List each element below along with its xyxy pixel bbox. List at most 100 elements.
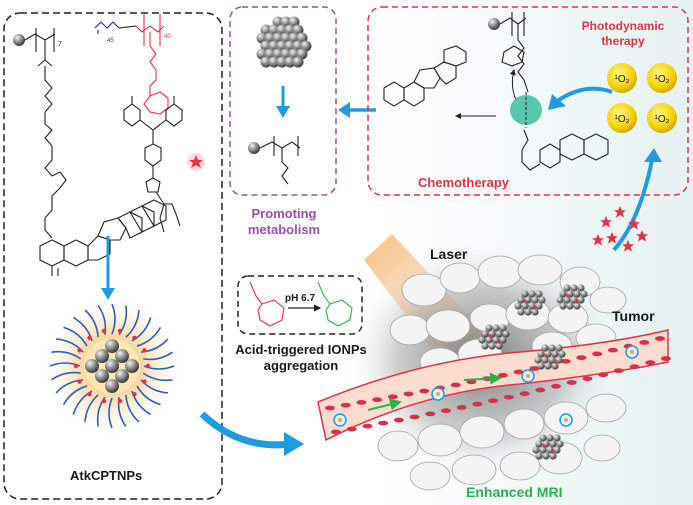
polymer-strand — [111, 303, 116, 335]
polymer-strand — [84, 309, 99, 338]
drug-dot — [117, 398, 123, 404]
stars-to-o2-arrow — [612, 159, 654, 252]
red-star-indicator — [187, 153, 205, 171]
ionp-core — [95, 349, 109, 363]
o2-to-cleavage-arrow — [554, 86, 613, 104]
atkcptnps-nanoparticle — [40, 294, 184, 438]
red-star — [592, 234, 604, 246]
ionp-core — [115, 369, 129, 383]
red-blood-cell — [582, 376, 593, 382]
polymer-strand — [143, 351, 173, 361]
vessel-nanoparticle — [431, 387, 445, 401]
red-blood-cell — [456, 405, 467, 410]
drug-dot — [73, 363, 79, 369]
polymer-strand — [108, 397, 113, 429]
tumor-cell — [499, 451, 541, 481]
drug-dot — [77, 348, 82, 353]
polymer-strand — [136, 385, 161, 406]
ionp-core — [85, 359, 99, 373]
drug-dot — [117, 328, 123, 334]
singlet-oxygen-label: ¹O₂ — [655, 74, 670, 85]
tumor-cell — [377, 430, 419, 462]
red-blood-cells — [325, 336, 671, 435]
singlet-oxygen-label: ¹O₂ — [655, 114, 670, 125]
subscript-n7: 7 — [58, 41, 62, 48]
red-blood-cell — [607, 347, 618, 353]
left-down-arrow — [101, 236, 115, 300]
tumor-cell — [451, 454, 497, 486]
ionp-ball — [268, 56, 280, 68]
red-blood-cell — [613, 368, 624, 374]
flow-arrow-1 — [367, 398, 402, 411]
camptothecin-structure-left — [39, 199, 167, 276]
red-blood-cell — [519, 391, 530, 397]
polymer-strand — [51, 371, 81, 381]
peg-block-structure — [94, 21, 120, 34]
red-blood-cell — [592, 351, 603, 357]
ionp-ball — [276, 56, 288, 68]
red-blood-cell — [566, 380, 577, 385]
promoting-metabolism-label: Promoting metabolism — [234, 206, 334, 238]
red-blood-cell — [535, 387, 546, 393]
np-to-tumor-arrow — [199, 411, 291, 449]
drug-dot — [77, 379, 82, 384]
singlet-oxygen-ball — [647, 103, 677, 133]
vessel-nanoparticles — [333, 345, 639, 427]
red-star — [614, 206, 626, 218]
red-to-purple-arrow — [338, 102, 376, 118]
chemotherapy-label: Chemotherapy — [418, 175, 510, 190]
polymer-strand — [51, 350, 82, 360]
tumor-cell — [409, 461, 451, 491]
red-blood-cell — [529, 366, 540, 371]
ionp-ball — [284, 56, 296, 68]
left-dashed-box — [3, 12, 223, 500]
red-blood-cell — [362, 423, 373, 429]
laser-label: Laser — [430, 246, 468, 262]
promoting-metabolism-text: Promoting metabolism — [247, 206, 321, 237]
polymer-backbone-structure — [13, 28, 67, 239]
amine-protonation-structure — [249, 281, 353, 327]
acid-triggered-label: Acid-triggered IONPs aggregation — [228, 342, 374, 374]
enhanced-mri-label: Enhanced MRI — [466, 484, 563, 500]
singlet-oxygen-ball — [607, 63, 637, 93]
ionp-core — [115, 349, 129, 363]
red-star — [628, 218, 640, 230]
drug-dot — [132, 335, 137, 341]
ionp-core — [95, 369, 109, 383]
red-blood-cell — [639, 340, 650, 345]
tumor-cell — [585, 393, 627, 423]
subscript-n40: 40 — [164, 34, 171, 40]
tumor-cell — [459, 415, 505, 449]
red-blood-cell — [645, 360, 656, 366]
red-blood-cell — [598, 372, 609, 378]
drug-dot — [145, 363, 151, 369]
red-star — [606, 232, 618, 244]
red-blood-cell — [629, 364, 640, 370]
red-blood-cell — [441, 408, 451, 414]
ionp-core — [105, 359, 119, 373]
photodynamic-therapy-label: Photodynamic therapy — [568, 19, 678, 49]
polymer-strand — [84, 394, 99, 422]
acid-triggered-box — [237, 275, 363, 335]
ionp-ball — [260, 56, 272, 68]
drug-dot — [87, 335, 92, 341]
red-star — [600, 216, 612, 228]
vessel-nanoparticle — [559, 413, 573, 427]
photodynamic-therapy-text: Photodynamic therapy — [581, 19, 665, 48]
red-blood-cell — [497, 372, 508, 378]
tumor-cell — [517, 254, 563, 286]
red-blood-cell — [387, 394, 398, 400]
singlet-oxygen-ball — [607, 103, 637, 133]
ionp-aggregate — [534, 344, 566, 370]
metabolite-structure — [248, 136, 301, 185]
ionp-aggregate — [514, 290, 546, 316]
tumor-label: Tumor — [612, 308, 655, 324]
purple-box-down-arrow — [276, 86, 290, 118]
polymer-strand — [125, 310, 140, 338]
tumor-cell — [583, 434, 621, 462]
polymer-strand — [142, 372, 173, 382]
red-blood-cell — [425, 411, 436, 417]
red-blood-cell — [488, 398, 499, 404]
polymer-strand — [63, 326, 88, 347]
